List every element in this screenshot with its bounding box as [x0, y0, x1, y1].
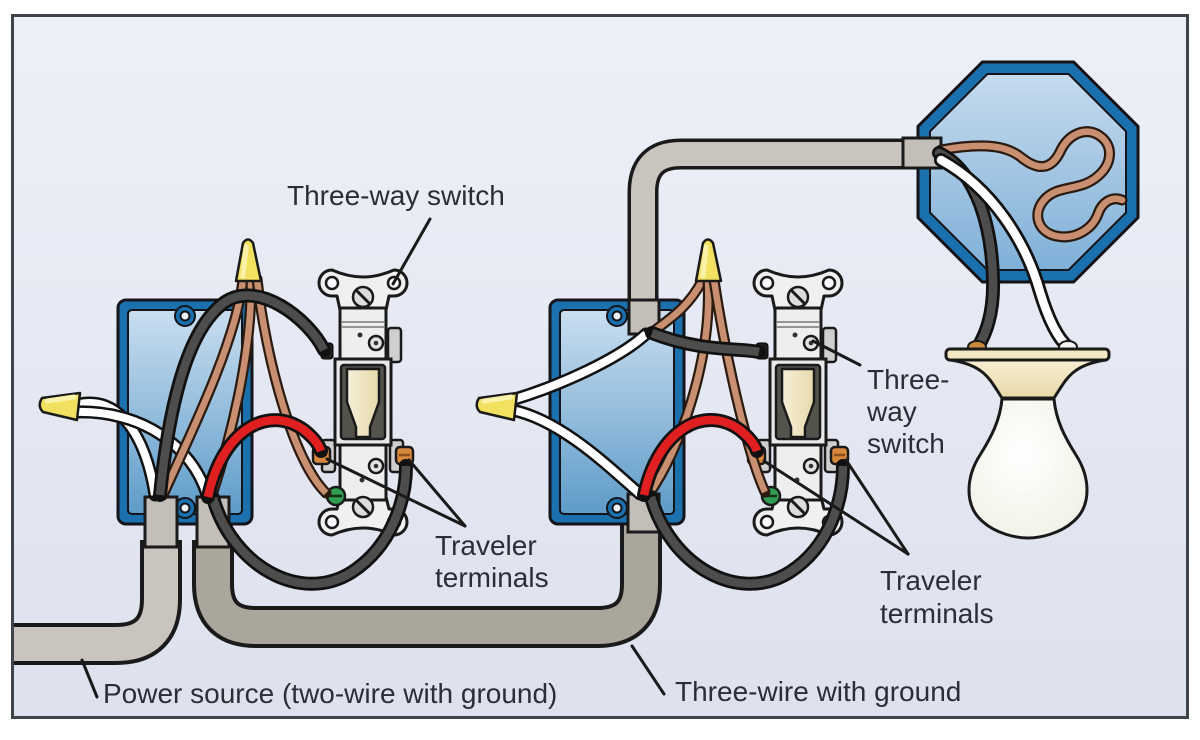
- black-traveler-wire-1: [206, 459, 413, 591]
- leader-traveler2-left: [762, 459, 910, 556]
- white-wires-box2: [505, 327, 653, 501]
- cable-sleeve-box1-left: [143, 495, 179, 549]
- label-traveler-terminals-2-line2: terminals: [880, 598, 994, 629]
- leader-switch2: [811, 339, 862, 367]
- power-source-cable: [14, 540, 182, 665]
- wire-nut-ground-box1: [234, 238, 263, 283]
- label-traveler-terminals-2-line1: Traveler: [880, 565, 982, 596]
- three-wire-cable-bottom: [192, 505, 662, 648]
- black-traveler-wire-2: [644, 459, 850, 591]
- box-tab-hole: [179, 502, 191, 514]
- light-cable-top: [627, 138, 912, 315]
- leader-traveler1-right: [407, 458, 467, 528]
- red-traveler-wire-1: [201, 413, 328, 504]
- leader-traveler1-left: [325, 457, 467, 528]
- box-tab-hole: [179, 310, 191, 322]
- wire-nut-white-box2: [475, 391, 519, 422]
- leader-power-source: [80, 658, 99, 699]
- leader-traveler2-right: [844, 458, 910, 556]
- box-tab-hole: [611, 502, 623, 514]
- black-wire-light-to-common-2: [645, 326, 766, 359]
- label-traveler-terminals-1-line2: terminals: [435, 562, 549, 593]
- wire-nut-white-box1: [38, 391, 82, 422]
- box-tab-hole: [611, 310, 623, 322]
- fixture-white-wire: [934, 153, 1075, 354]
- label-traveler-terminals-1-line1: Traveler: [435, 530, 537, 561]
- label-power-source: Power source (two-wire with ground): [103, 678, 557, 709]
- annotations: Three-way switch Three- way switch Trave…: [80, 180, 994, 709]
- red-traveler-wire-2: [637, 413, 764, 502]
- octagon-junction-box: [901, 60, 1140, 354]
- fixture-canopy-plate: [944, 347, 1111, 362]
- white-wires-box1: [69, 396, 214, 502]
- light-fixture: [944, 340, 1111, 540]
- black-wire-power-to-common-1: [153, 288, 331, 502]
- bare-copper-wire-coil: [935, 126, 1128, 243]
- leader-three-wire: [630, 644, 666, 696]
- label-three-way-switch-2-line2: way: [866, 396, 917, 427]
- label-three-way-switch-2-line1: Three-: [867, 364, 949, 395]
- label-three-way-switch-1: Three-way switch: [287, 180, 505, 211]
- label-three-wire: Three-wire with ground: [675, 676, 961, 707]
- leader-switch1: [391, 217, 432, 286]
- light-bulb: [967, 397, 1089, 540]
- wire-nut-ground-box2: [694, 238, 723, 283]
- label-three-way-switch-2-line3: switch: [867, 428, 945, 459]
